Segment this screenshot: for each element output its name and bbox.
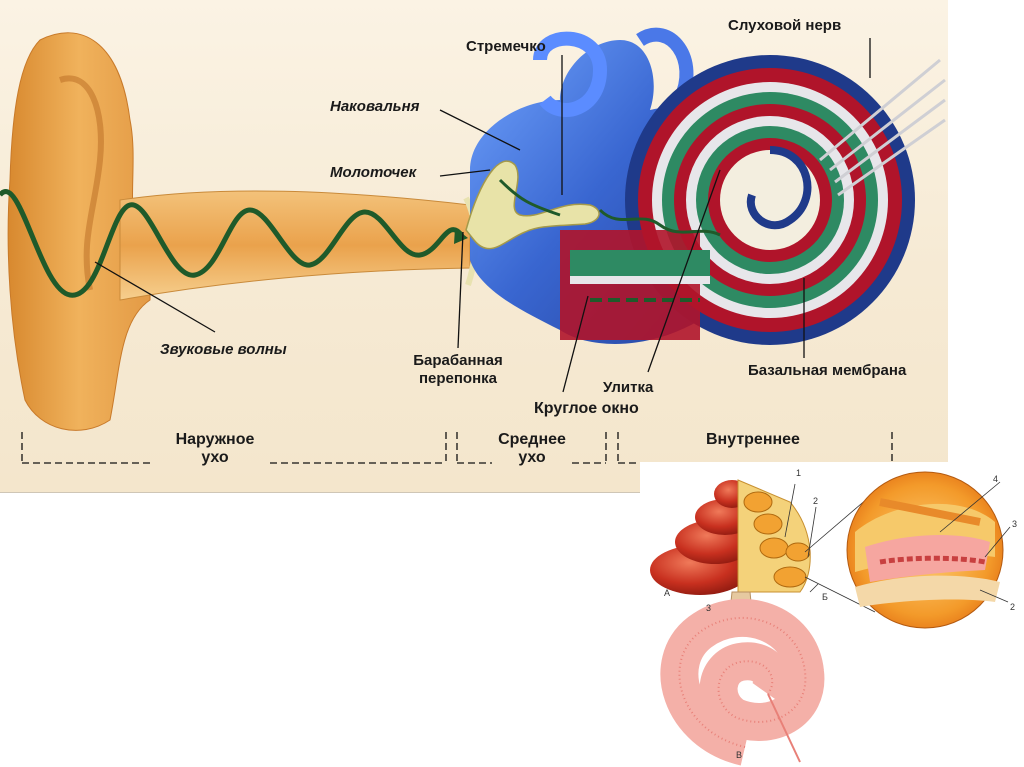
ear-anatomy-diagram: Слуховой нерв Стремечко Наковальня Молот…	[0, 0, 948, 493]
section-middle-ear: Среднее ухо	[490, 431, 574, 467]
section-middle-line2: ухо	[490, 449, 574, 467]
ear-canal	[120, 191, 470, 300]
organ-of-corti-zoom	[847, 472, 1003, 628]
cochlea-detail-diagram: 1 2 4 3 2 А 3 Б В	[640, 462, 1024, 767]
label-n2b: 2	[1010, 602, 1015, 612]
label-n4: 4	[993, 474, 998, 484]
cochlea-detail-illustration	[640, 462, 1024, 767]
label-panel-b: Б	[822, 592, 828, 602]
section-inner-ear: Внутреннее	[706, 431, 800, 449]
ear-illustration	[0, 0, 948, 492]
label-panel-a-3: 3	[706, 603, 711, 613]
cochlea-shell-cutaway	[650, 480, 810, 620]
basilar-spiral	[679, 618, 805, 762]
label-incus: Наковальня	[330, 98, 419, 116]
label-cochlea: Улитка	[603, 379, 653, 397]
section-middle-line1: Среднее	[490, 431, 574, 449]
section-outer-line2: ухо	[160, 449, 270, 467]
label-eardrum-line2: перепонка	[398, 370, 518, 388]
label-stapes: Стремечко	[466, 38, 546, 56]
section-outer-line1: Наружное	[160, 431, 270, 449]
label-panel-a: А	[664, 588, 670, 598]
label-panel-v: В	[736, 750, 742, 760]
label-n2: 2	[813, 496, 818, 506]
label-sound-waves: Звуковые волны	[160, 341, 287, 359]
label-auditory-nerve: Слуховой нерв	[728, 17, 841, 35]
label-eardrum: Барабанная перепонка	[398, 352, 518, 388]
label-eardrum-line1: Барабанная	[398, 352, 518, 370]
label-n1: 1	[796, 468, 801, 478]
label-round-window: Круглое окно	[534, 400, 639, 418]
section-outer-ear: Наружное ухо	[160, 431, 270, 467]
label-basilar-membrane: Базальная мембрана	[748, 362, 906, 380]
label-malleus: Молоточек	[330, 164, 416, 182]
label-n3b: 3	[1012, 519, 1017, 529]
